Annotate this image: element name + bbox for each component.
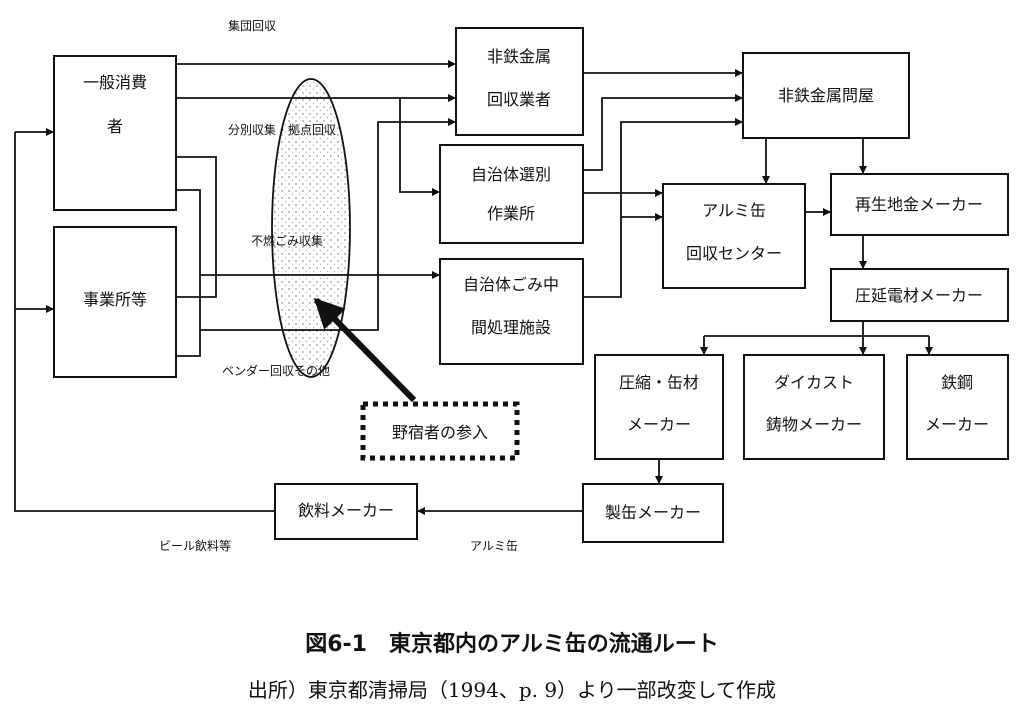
- box-nonferrous-collector: 非鉄金属 回収業者: [455, 27, 584, 136]
- box-municipal-waste: 自治体ごみ中 間処理施設: [439, 258, 584, 365]
- flow-lines: [14, 60, 933, 515]
- box-recycled-ingot-maker-label: 再生地金メーカー: [855, 195, 983, 214]
- label-nonburnable-collection: 不燃ごみ収集: [251, 233, 323, 248]
- callout-homeless-participation-label: 野宿者の参入: [392, 423, 488, 442]
- aluminum-can-flow-diagram: 一般消費 者 事業所等 非鉄金属 回収業者 自治体選別 作業所 自治体ごみ中 間…: [14, 18, 1009, 553]
- callout-arrow: [313, 297, 417, 403]
- box-beverage-maker: 飲料メーカー: [274, 483, 418, 540]
- box-steel-maker: 鉄鋼 メーカー: [906, 354, 1009, 460]
- figure-title: 図6-1 東京都内のアルミ缶の流通ルート: [305, 632, 719, 657]
- box-can-maker: 製缶メーカー: [582, 483, 724, 543]
- box-rolled-can-material-maker-line2: メーカー: [627, 415, 691, 434]
- label-aluminum-can: アルミ缶: [470, 539, 518, 553]
- box-recycled-ingot-maker: 再生地金メーカー: [830, 173, 1009, 236]
- box-aluminum-can-center-line1: アルミ缶: [702, 201, 766, 220]
- figure-source: 出所）東京都清掃局（1994、p. 9）より一部改変して作成: [247, 678, 777, 702]
- box-nonferrous-wholesaler: 非鉄金属問屋: [742, 52, 910, 139]
- box-beverage-maker-label: 飲料メーカー: [298, 501, 394, 520]
- box-rolled-material-maker-label: 圧延電材メーカー: [855, 286, 983, 305]
- box-general-consumer-line1: 一般消費: [83, 73, 147, 92]
- box-nonferrous-collector-line1: 非鉄金属: [487, 47, 551, 66]
- label-vendor-collection: ベンダー回収その他: [222, 363, 330, 378]
- box-diecast-maker-line1: ダイカスト: [774, 373, 854, 392]
- box-rolled-material-maker: 圧延電材メーカー: [830, 268, 1009, 322]
- box-diecast-maker-line2: 鋳物メーカー: [766, 415, 862, 434]
- box-can-maker-label: 製缶メーカー: [605, 503, 701, 522]
- box-rolled-can-material-maker-line1: 圧縮・缶材: [619, 373, 699, 392]
- box-steel-maker-line1: 鉄鋼: [941, 373, 973, 392]
- label-separate-collection: 分別収集・拠点回収: [228, 122, 336, 137]
- box-aluminum-can-center: アルミ缶 回収センター: [662, 183, 806, 289]
- box-business-label: 事業所等: [83, 290, 147, 309]
- box-aluminum-can-center-line2: 回収センター: [686, 244, 782, 263]
- box-municipal-waste-line1: 自治体ごみ中: [463, 275, 559, 294]
- box-municipal-sorting-line2: 作業所: [487, 204, 535, 223]
- box-general-consumer: 一般消費 者: [53, 55, 177, 211]
- callout-homeless-participation: 野宿者の参入: [360, 401, 520, 461]
- box-municipal-sorting-line1: 自治体選別: [471, 165, 551, 184]
- box-municipal-sorting: 自治体選別 作業所: [439, 144, 584, 244]
- box-rolled-can-material-maker: 圧縮・缶材 メーカー: [594, 354, 724, 460]
- box-nonferrous-collector-line2: 回収業者: [487, 90, 551, 109]
- label-group-collection: 集団回収: [228, 18, 276, 33]
- label-beer-beverage: ビール飲料等: [159, 538, 231, 553]
- box-general-consumer-line2: 者: [107, 117, 123, 136]
- box-diecast-maker: ダイカスト 鋳物メーカー: [743, 354, 885, 460]
- box-nonferrous-wholesaler-label: 非鉄金属問屋: [778, 86, 874, 105]
- box-municipal-waste-line2: 間処理施設: [471, 318, 551, 337]
- box-business: 事業所等: [53, 226, 177, 378]
- box-steel-maker-line2: メーカー: [925, 415, 989, 434]
